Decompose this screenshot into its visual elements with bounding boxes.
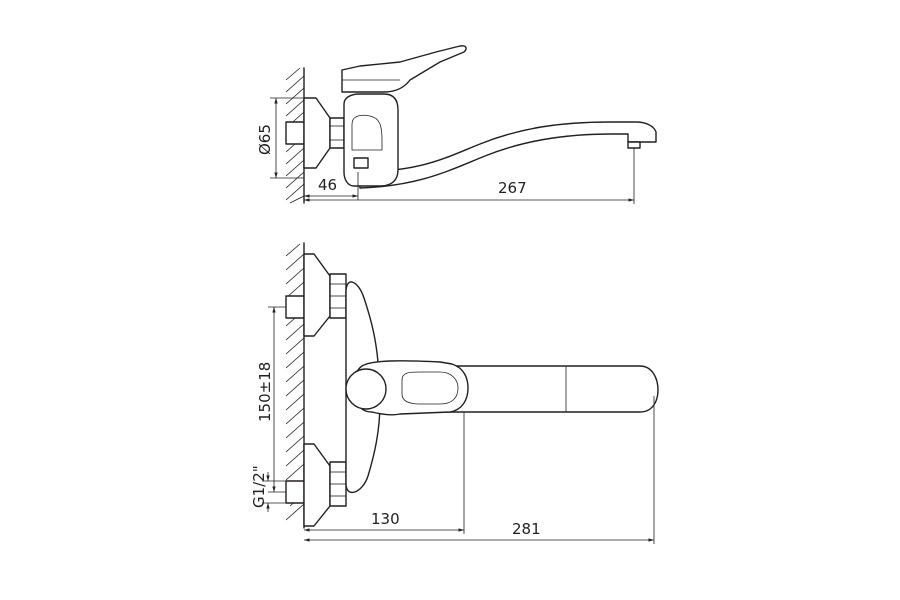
side-spout [357,121,657,189]
total-reach-dimension: 281 [304,396,655,544]
thread-label: G1/2" [250,465,268,508]
thread-dimension: G1/2" [250,465,286,512]
wall-offset-label: 46 [318,176,337,194]
center-distance-label: 150±18 [256,362,274,422]
center-distance-dimension: 150±18 [256,306,286,493]
side-inlet-pipe [285,121,305,145]
diameter-dimension: Ø65 [256,97,304,179]
top-cartridge-cap [345,368,387,410]
top-upper-inlet-pipe [285,295,305,319]
spout-reach-label: 267 [498,179,527,197]
top-lower-escutcheon [303,443,331,527]
body-depth-label: 130 [371,510,400,528]
wall-offset-dimension: 46 [304,172,359,200]
top-lower-inlet-pipe [285,480,305,504]
top-lever-slot [401,371,459,405]
spout-reach-dimension: 267 [304,148,635,204]
side-lever-handle [341,45,467,93]
total-reach-label: 281 [512,520,541,538]
side-aerator [627,141,641,149]
side-escutcheon [303,97,331,169]
top-upper-escutcheon [303,253,331,337]
body-depth-dimension: 130 [304,412,465,534]
top-view: G1/2" 150±18 130 281 [250,242,659,544]
side-view: Ø65 46 267 [256,45,657,204]
diameter-label: Ø65 [256,124,274,155]
side-nut [329,117,345,149]
